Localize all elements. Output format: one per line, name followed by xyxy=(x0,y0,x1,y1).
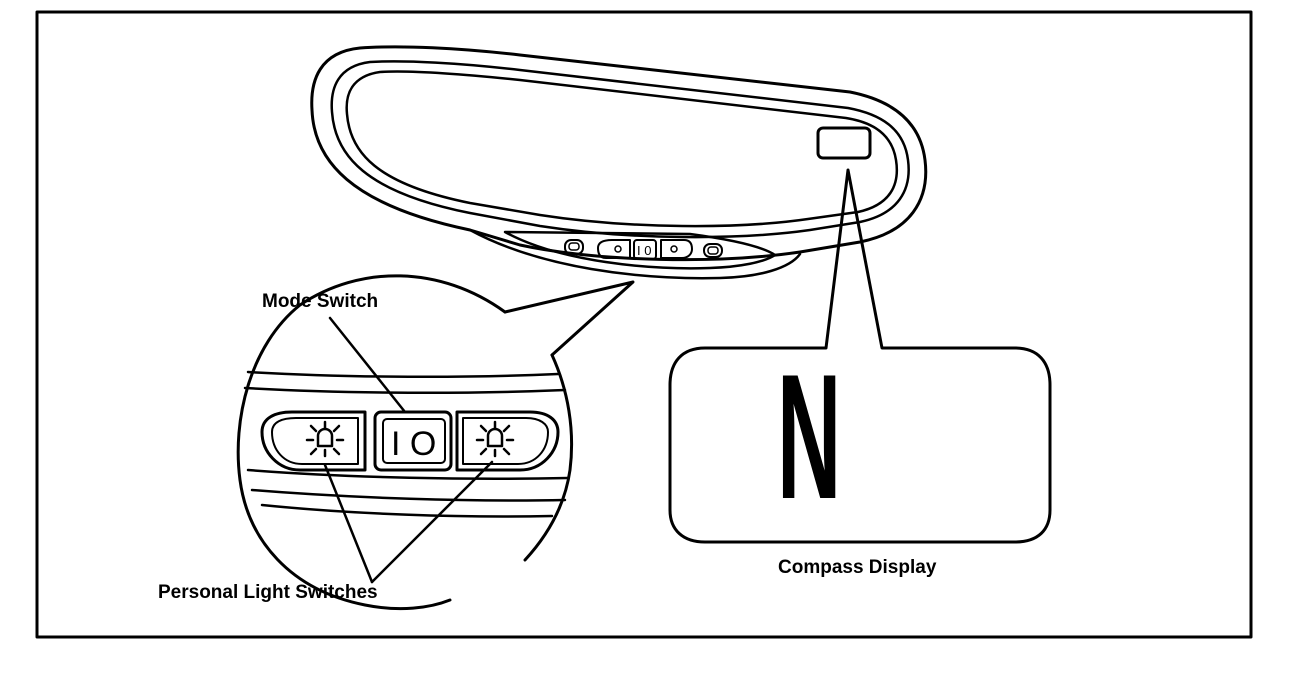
button-callout: I O xyxy=(236,274,635,611)
compass-heading-display: N xyxy=(772,362,862,512)
compass-display-label: Compass Display xyxy=(778,557,937,578)
compass-callout xyxy=(668,168,1052,544)
figure-border xyxy=(35,10,1253,639)
mirror-compass-window xyxy=(816,126,872,160)
mode-switch-leader xyxy=(328,316,407,414)
lamp-icon xyxy=(305,420,345,458)
compass-heading-value: N xyxy=(777,362,842,512)
left-light-switch xyxy=(260,410,367,472)
rearview-mirror: I 0 xyxy=(310,45,928,280)
personal-light-leader-left xyxy=(323,463,374,584)
mode-switch-text: I O xyxy=(391,425,436,463)
personal-light-switches-label: Personal Light Switches xyxy=(158,582,378,603)
right-light-switch xyxy=(455,410,560,472)
lamp-icon xyxy=(475,420,515,458)
mode-switch-button xyxy=(373,410,453,472)
mode-switch-label: Mode Switch xyxy=(262,291,379,312)
personal-light-leader-right xyxy=(370,460,494,584)
svg-text:I 0: I 0 xyxy=(637,243,651,258)
